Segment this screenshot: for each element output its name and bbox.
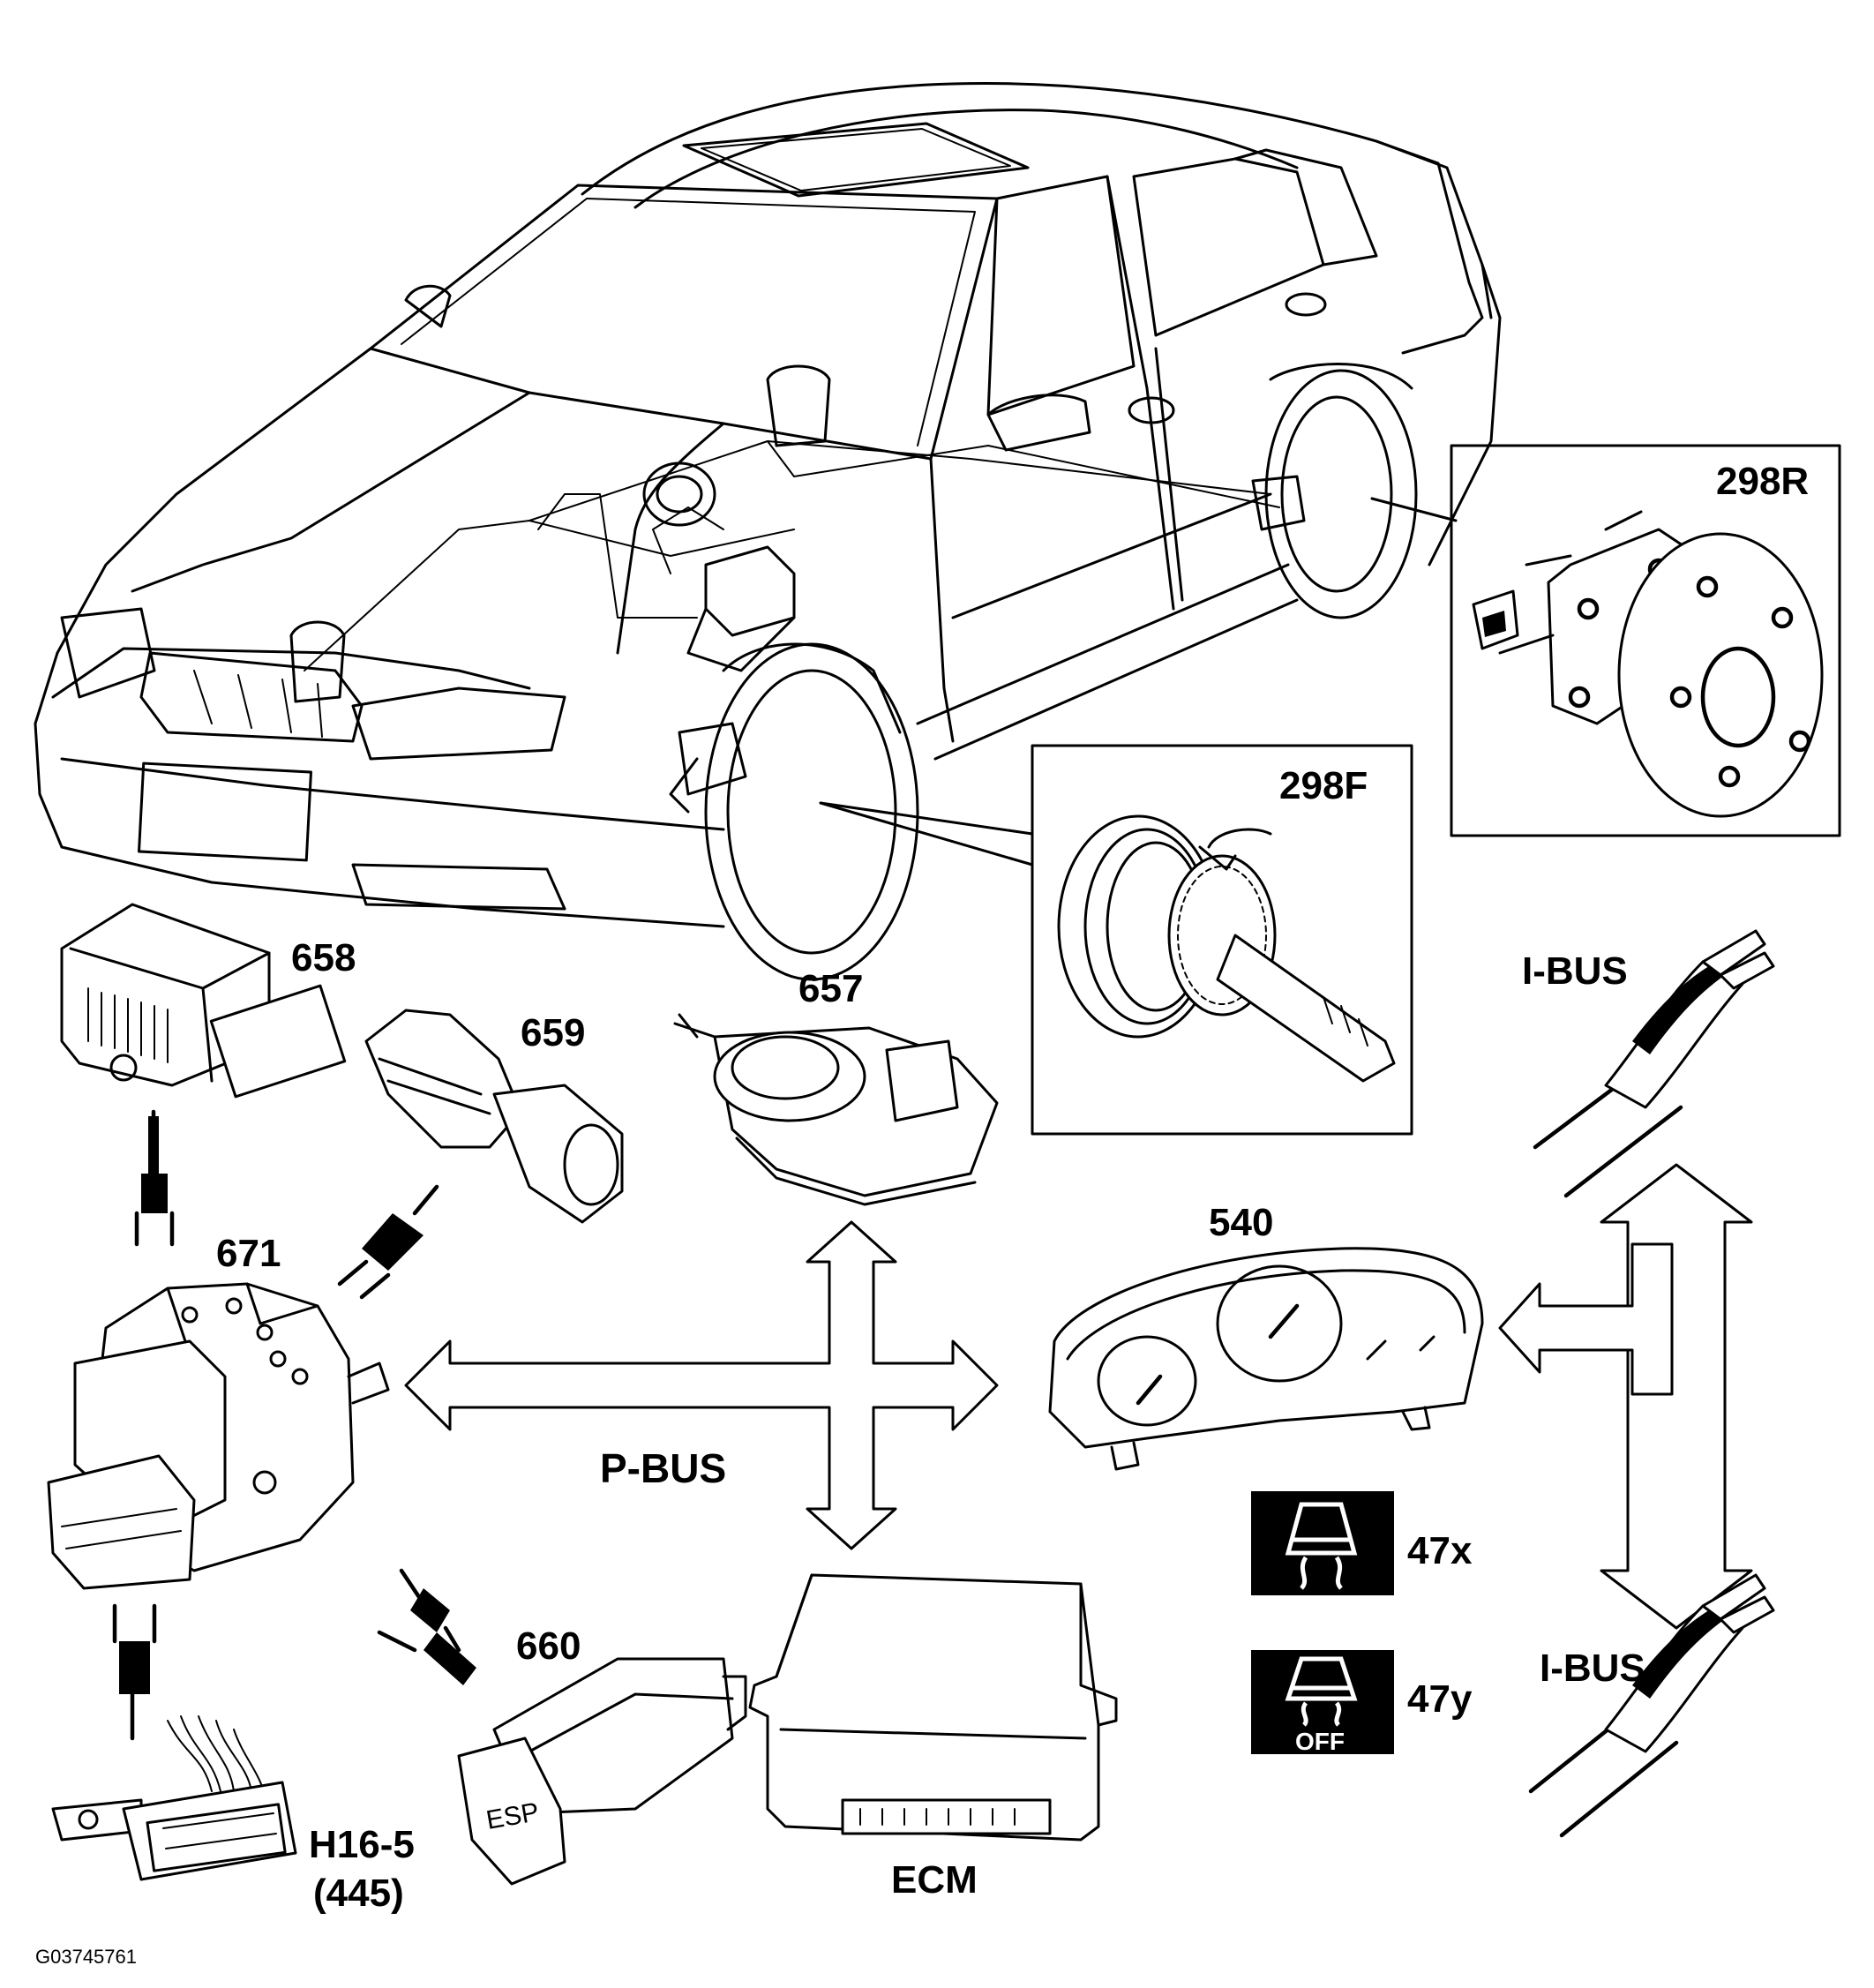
instrument-cluster-label: 540 [1209,1201,1273,1244]
ibus-arrows[interactable]: I-BUS I-BUS [1498,949,1753,1690]
ecm-label: ECM [891,1858,978,1902]
ibus-cable-bottom [1528,1573,1775,1838]
lamp-on-label: 47x [1407,1529,1473,1572]
diagnostic-connector: H16-5 (445) [51,1715,415,1915]
rear-wheel-hub-inset: 298R [1450,444,1841,837]
instrument-cluster: 540 [1048,1201,1484,1471]
steering-sensor-label: 657 [798,967,863,1010]
brake-pressure-sensor: 659 [337,1009,624,1300]
front-wheel-hub-inset: 298F [1031,744,1413,1136]
esp-off-lamp: OFF 47y [1251,1650,1473,1755]
esp-switch-label: 660 [516,1624,581,1668]
rear-hub-label: 298R [1716,460,1809,503]
esp-off-switch: ESP 660 [457,1624,747,1886]
steering-angle-sensor: 657 [673,967,999,1206]
diag-connector-label: H16-5 [309,1823,415,1866]
yaw-sensor-label: 658 [291,936,356,979]
car-skid-off-icon [1285,1656,1358,1727]
lamp-off-text: OFF [1295,1728,1345,1755]
car-skid-warning-icon [1285,1502,1358,1590]
front-hub-label: 298F [1279,764,1368,807]
engine-control-module: ECM [748,1573,1118,1902]
ibus-cable-top [1604,929,1775,1109]
car-illustration [34,81,1502,981]
yaw-rate-sensor: 658 [60,903,356,1247]
abs-unit-label: 671 [216,1232,281,1275]
pressure-sensor-label: 659 [521,1011,585,1054]
diag-connector-sublabel: (445) [313,1872,404,1915]
esp-warning-lamp: 47x [1251,1491,1473,1595]
ibus-bottom-label: I-BUS [1540,1647,1645,1690]
pbus-label: P-BUS [600,1445,726,1491]
lamp-off-label: 47y [1407,1677,1473,1721]
figure-code: G03745761 [35,1946,137,1968]
pbus-arrows[interactable]: P-BUS [404,1220,999,1550]
abs-esp-control-unit: 671 [47,1232,476,1741]
ibus-top-label: I-BUS [1522,949,1628,993]
